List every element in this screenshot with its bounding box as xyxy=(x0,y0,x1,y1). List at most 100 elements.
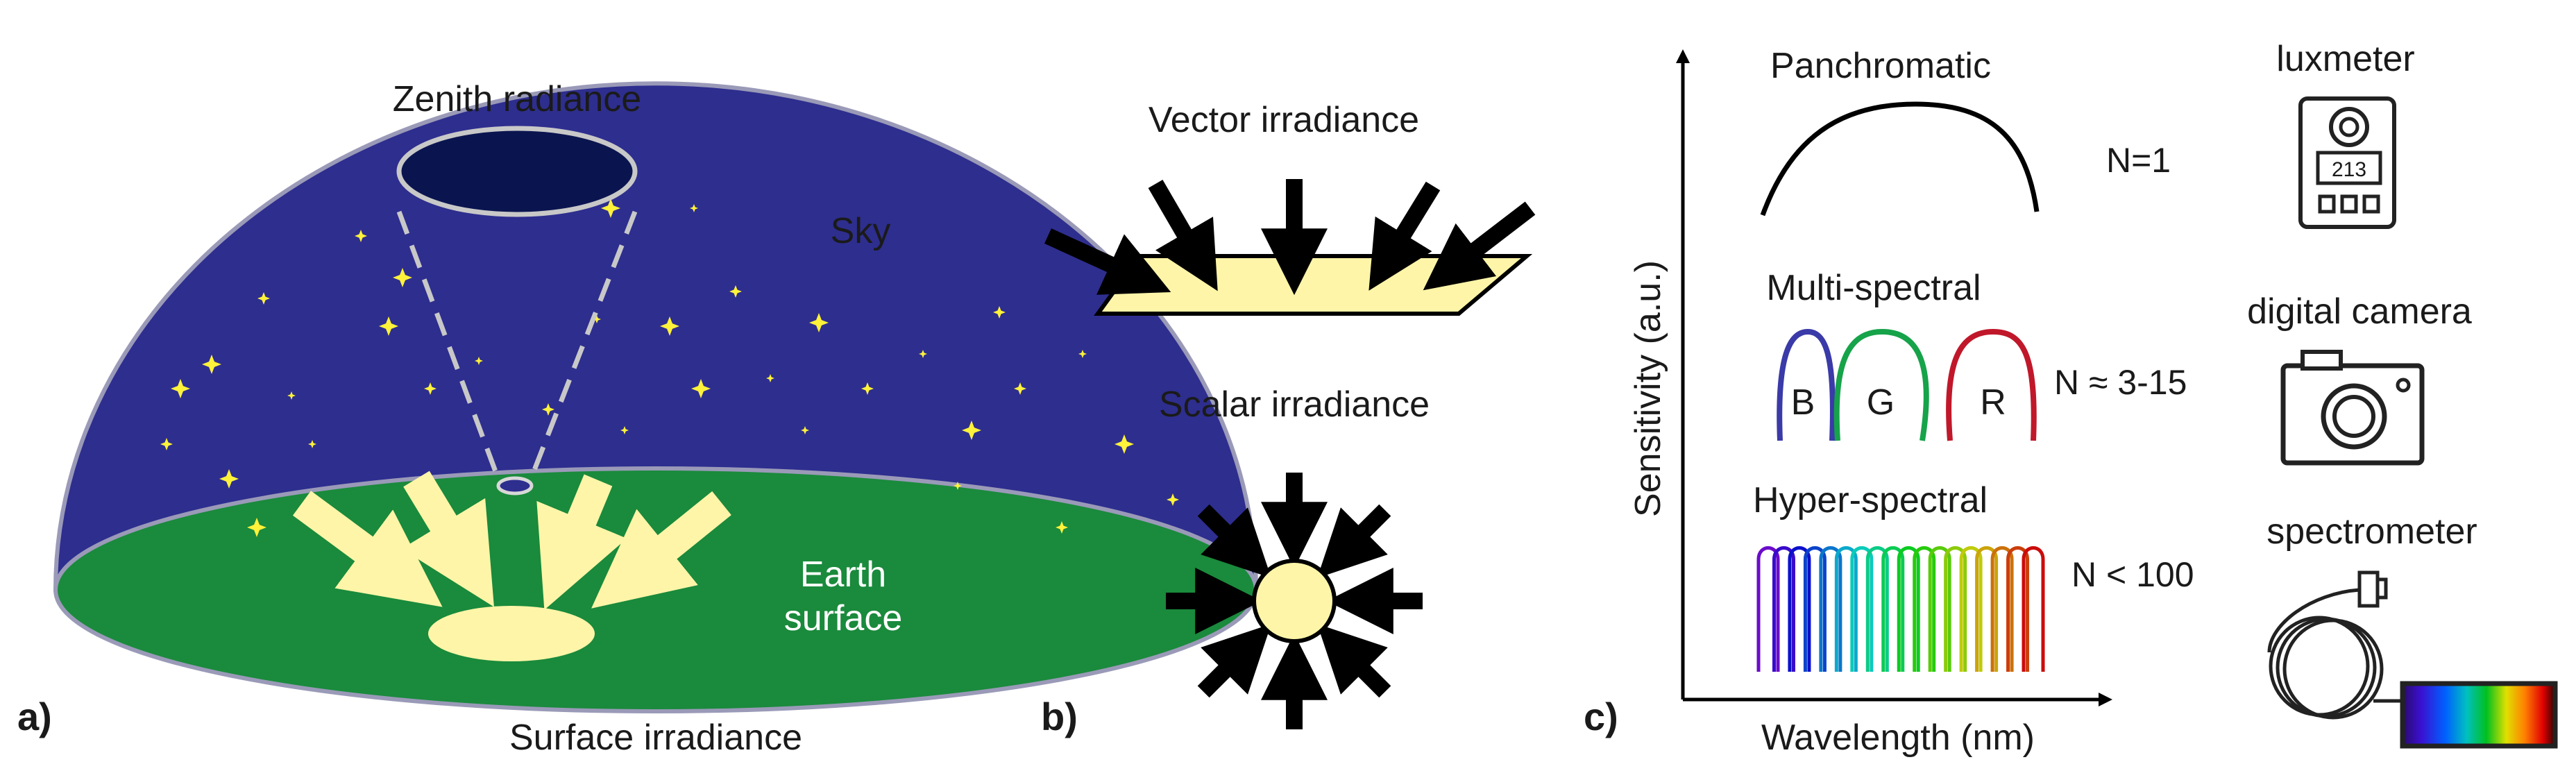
hyperspectral-band xyxy=(2006,546,2030,672)
star-icon xyxy=(954,482,962,490)
multispectral-label: Multi-spectral xyxy=(1766,268,1981,308)
star-icon xyxy=(308,440,316,448)
spectrometer-label: spectrometer xyxy=(2266,511,2477,552)
star-icon xyxy=(919,350,927,358)
panel-a: Zenith radiance Sky Earth surface Surfac… xyxy=(17,79,1259,758)
star-icon xyxy=(1167,493,1179,506)
luxmeter-display: 213 xyxy=(2332,158,2366,181)
star-icon xyxy=(1078,350,1087,358)
sky-dome xyxy=(53,81,1259,592)
panel-b-tag: b) xyxy=(1041,695,1078,738)
scalar-arrow xyxy=(1317,504,1391,578)
panchromatic-label: Panchromatic xyxy=(1770,46,1991,86)
star-icon xyxy=(171,379,190,398)
y-axis-label: Sensitivity (a.u.) xyxy=(1628,260,1668,517)
earth-label: Earth xyxy=(800,554,886,595)
hyperspectral-band xyxy=(1881,546,1905,672)
panel-c: Sensitivity (a.u.) Wavelength (nm) Panch… xyxy=(1584,39,2558,758)
vector-arrow xyxy=(1148,179,1218,291)
vector-arrow xyxy=(1368,181,1441,291)
star-icon xyxy=(1014,382,1026,395)
scalar-arrow xyxy=(1317,624,1391,698)
scalar-arrows xyxy=(1166,473,1423,729)
scalar-irradiance-label: Scalar irradiance xyxy=(1159,384,1430,425)
hyperspectral-band xyxy=(1959,546,1983,672)
band-b-label: B xyxy=(1791,382,1815,423)
star-icon xyxy=(861,382,874,395)
vector-arrow xyxy=(1044,228,1171,295)
star-icon xyxy=(393,268,412,287)
star-icon xyxy=(593,315,601,323)
zenith-aperture xyxy=(396,126,638,217)
hyperspectral-band xyxy=(1913,546,1936,672)
scalar-arrow xyxy=(1197,504,1271,578)
hyperspectral-band xyxy=(1850,546,1874,672)
irradiance-spot xyxy=(428,606,595,661)
luxmeter-icon: 213 xyxy=(2298,96,2396,229)
hyperspectral-band xyxy=(1834,546,1858,672)
hyperspectral-bands xyxy=(1756,546,2045,672)
scalar-arrow xyxy=(1197,624,1271,698)
hyperspectral-band xyxy=(1756,546,1780,672)
star-icon xyxy=(729,285,742,298)
hyperspectral-band xyxy=(1897,546,1920,672)
surface-irradiance-label: Surface irradiance xyxy=(509,718,802,758)
star-icon xyxy=(160,438,173,450)
digital-camera-label: digital camera xyxy=(2247,291,2472,332)
star-icon xyxy=(660,316,679,336)
star-icon xyxy=(424,382,437,395)
band-r-label: R xyxy=(1980,382,2006,423)
band-b-curve xyxy=(1777,328,1836,441)
star-icon xyxy=(257,292,270,305)
star-icon xyxy=(355,230,367,242)
surface-arrow xyxy=(401,471,494,607)
sky-label: Sky xyxy=(831,211,891,251)
star-icon xyxy=(620,426,629,434)
hyperspectral-band xyxy=(1788,546,1811,672)
star-icon xyxy=(247,518,266,537)
hyperspectral-band xyxy=(1928,546,1951,672)
star-icon xyxy=(766,374,774,382)
band-r-curve xyxy=(1946,328,2037,441)
star-icon xyxy=(993,306,1006,319)
panel-c-tag: c) xyxy=(1584,695,1618,738)
zenith-cone-right xyxy=(528,210,638,480)
star-icon xyxy=(809,313,829,332)
star-icon xyxy=(601,198,620,218)
hyperspectral-band xyxy=(1990,546,2014,672)
luxmeter-label: luxmeter xyxy=(2276,39,2414,79)
surface-arrow xyxy=(591,491,731,609)
star-icon xyxy=(1056,521,1068,534)
hyperspectral-band xyxy=(2022,546,2045,672)
star-icon xyxy=(202,355,221,374)
spectrometer-icon xyxy=(2267,570,2558,749)
hyperspectral-band xyxy=(1975,546,1999,672)
zenith-sensor xyxy=(496,476,534,495)
x-axis-label: Wavelength (nm) xyxy=(1761,718,2035,758)
hyperspectral-band xyxy=(1772,546,1795,672)
star-icon xyxy=(962,421,981,440)
zenith-cone-left xyxy=(396,210,501,480)
star-icon xyxy=(801,426,809,434)
hyperspectral-band xyxy=(1865,546,1889,672)
earth-surface xyxy=(53,466,1258,713)
panchromatic-n: N=1 xyxy=(2106,141,2171,180)
band-g-label: G xyxy=(1867,382,1895,423)
multispectral-n: N ≈ 3-15 xyxy=(2054,363,2187,402)
zenith-radiance-label: Zenith radiance xyxy=(393,79,641,119)
hyperspectral-band xyxy=(1944,546,1967,672)
hyperspectral-label: Hyper-spectral xyxy=(1753,480,1988,520)
star-icon xyxy=(379,316,398,336)
surface-label: surface xyxy=(784,598,903,638)
panchromatic-curve xyxy=(1760,101,2040,217)
band-g-curve xyxy=(1833,328,1929,441)
panel-b: Vector irradiance Scalar irradiance b) xyxy=(1041,100,1536,738)
star-icon xyxy=(690,204,698,212)
panel-a-tag: a) xyxy=(17,695,52,738)
camera-icon xyxy=(2280,350,2425,466)
star-icon xyxy=(542,403,554,416)
spectrum-strip xyxy=(2400,681,2558,749)
star-icon xyxy=(1115,434,1134,454)
